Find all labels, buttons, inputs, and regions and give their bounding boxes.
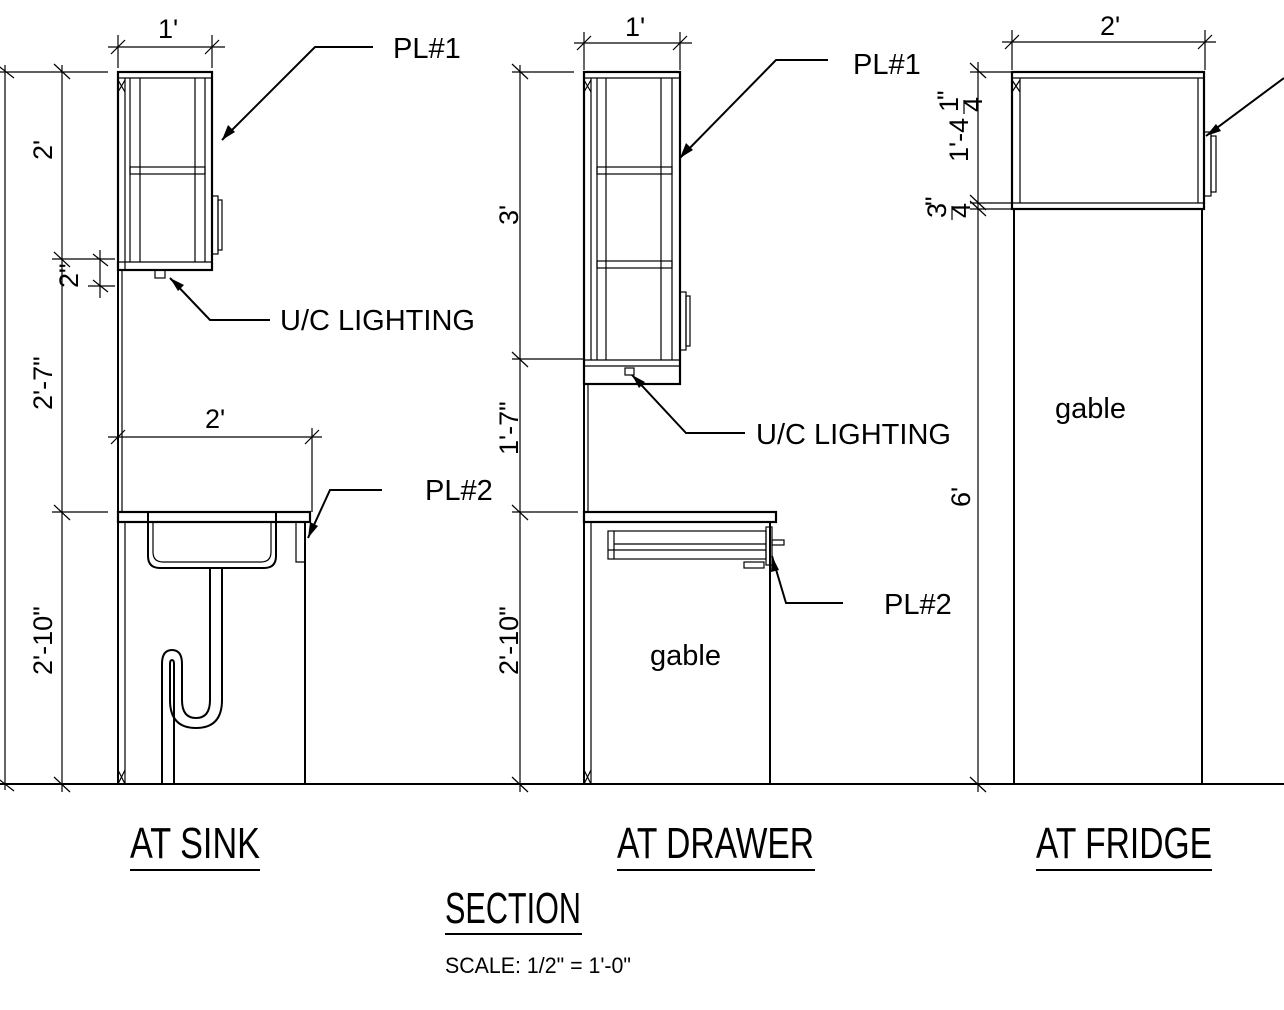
- upper-cabinet: [116, 70, 223, 279]
- svg-text:": ": [932, 90, 962, 100]
- dim-upper-width: 1': [158, 14, 178, 44]
- section-footer: SECTION SCALE: 1/2" = 1'-0": [445, 884, 631, 978]
- upper-cabinet: [582, 70, 691, 386]
- dim-backsplash-height: 2'-7": [28, 356, 58, 410]
- callout-pl2: PL#2: [884, 589, 952, 621]
- dim-upper-width: 2': [1100, 11, 1120, 41]
- gable-label: gable: [650, 640, 721, 672]
- dim-counter-width: 2': [205, 404, 225, 434]
- title-at-fridge: AT FRIDGE: [1036, 819, 1212, 868]
- section-at-sink: 2' 2'-7" 2'-10" 2" 1': [0, 14, 493, 871]
- title-at-sink: AT SINK: [130, 819, 260, 868]
- title-at-drawer: AT DRAWER: [617, 819, 814, 868]
- svg-text:4: 4: [946, 203, 976, 218]
- callout-uc-lighting: U/C LIGHTING: [756, 419, 951, 451]
- svg-text:1'-4: 1'-4: [944, 118, 974, 162]
- dim-upper-height: 2': [28, 140, 58, 160]
- dim-base-height: 2'-10": [494, 606, 524, 675]
- callout-pl2: PL#2: [425, 475, 493, 507]
- dim-upper-height: 1'-4 1 4 ": [932, 90, 988, 162]
- callout-pl1: PL#1: [393, 33, 461, 65]
- drawer-base-cabinet: [582, 510, 785, 785]
- svg-text:3: 3: [922, 203, 952, 218]
- svg-text:4: 4: [958, 97, 988, 112]
- scale-note: SCALE: 1/2" = 1'-0": [445, 953, 631, 978]
- dim-backsplash-height: 1'-7": [494, 401, 524, 455]
- sink-base-cabinet: [116, 510, 312, 785]
- dim-base-height: 2'-10": [28, 606, 58, 675]
- dim-total-height: 6': [946, 487, 976, 507]
- dim-gap-small: 2": [54, 263, 84, 288]
- section-title: SECTION: [445, 884, 581, 933]
- dim-upper-width: 1': [625, 12, 645, 42]
- dim-gap: 3 4 ": [920, 196, 976, 220]
- dim-upper-height: 3': [494, 205, 524, 225]
- gable-label: gable: [1055, 393, 1126, 425]
- section-at-drawer: 3' 1'-7" 2'-10" 1' PL#1: [494, 12, 952, 871]
- callout-uc-lighting: U/C LIGHTING: [280, 305, 475, 337]
- svg-text:": ": [920, 196, 950, 206]
- section-at-fridge: 1'-4 1 4 " 3 4 " 6' 2': [920, 11, 1284, 871]
- callout-pl1: PL#1: [853, 49, 921, 81]
- upper-cabinet: [1010, 70, 1217, 211]
- svg-text:1: 1: [934, 97, 964, 112]
